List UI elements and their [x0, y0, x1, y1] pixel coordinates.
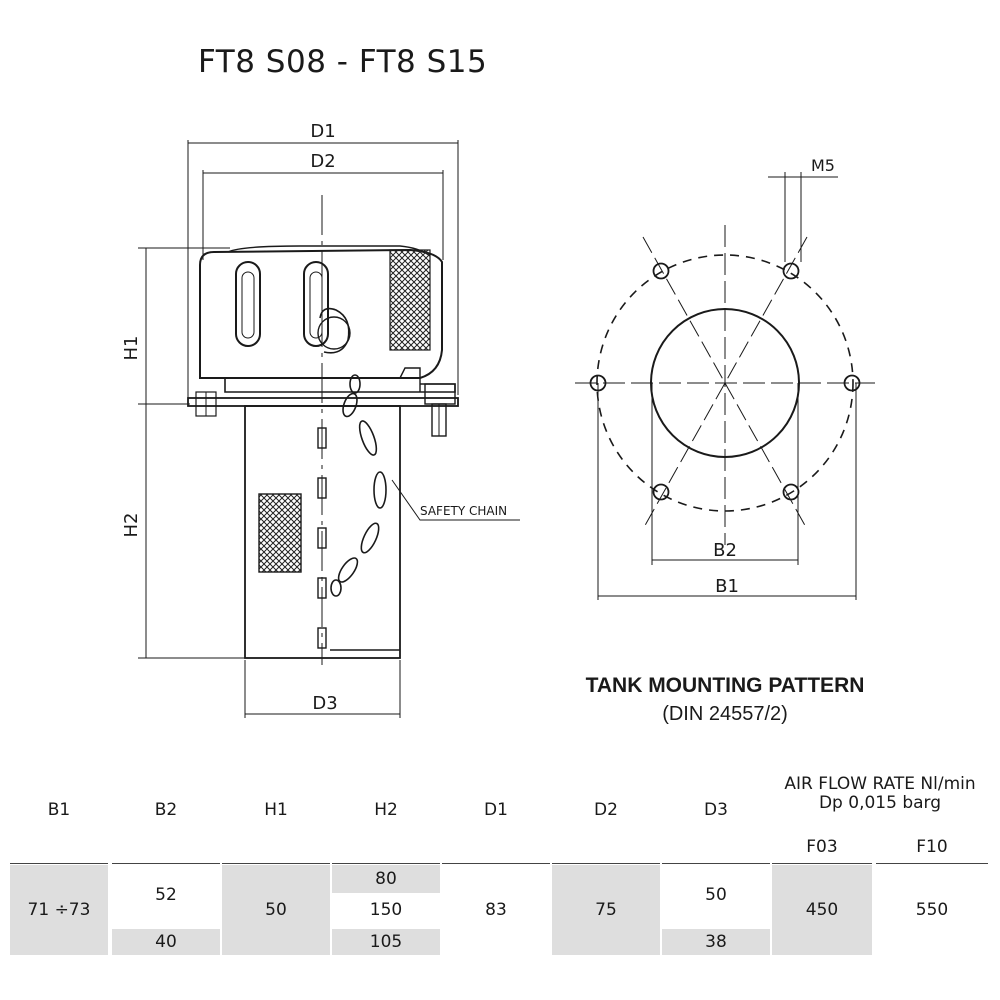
d2-dimension	[202, 170, 444, 260]
d3-dimension	[244, 660, 401, 718]
cell-b1: 71 ÷73	[10, 865, 108, 955]
header-f03: F03	[806, 837, 838, 857]
mounting-flange	[187, 391, 459, 417]
d1-label: D1	[310, 121, 335, 142]
cell-b2-2: 40	[112, 929, 220, 955]
cell-d2: 75	[552, 865, 660, 955]
header-b1: B1	[47, 800, 71, 820]
mounting-pattern	[575, 172, 875, 600]
header-h1: H1	[264, 800, 288, 820]
b1-label: B1	[715, 576, 739, 597]
cell-f03: 450	[772, 865, 872, 955]
strainer-basket	[244, 405, 401, 659]
h1-dimension	[138, 247, 230, 405]
airflow-header: AIR FLOW RATE Nl/min Dp 0,015 barg	[770, 775, 990, 813]
h1-label: H1	[121, 336, 142, 361]
cell-h2-2: 150	[369, 900, 403, 920]
header-h2: H2	[374, 800, 398, 820]
safety-chain	[330, 374, 387, 597]
header-b2: B2	[154, 800, 178, 820]
spec-table: B1 B2 H1 H2 D1 D2 D3 AIR FLOW RATE Nl/mi…	[10, 770, 990, 990]
cell-h1: 50	[222, 865, 330, 955]
cell-h2-1: 80	[332, 865, 440, 893]
h2-label: H2	[121, 513, 142, 538]
cell-b2-1: 52	[155, 885, 177, 905]
cell-f10: 550	[915, 900, 949, 920]
page-title: FT8 S08 - FT8 S15	[198, 44, 488, 80]
technical-drawing: D1 D2 D3 H1 H2 SAFETY CHAIN M5 B2 B1	[121, 121, 875, 718]
cell-d1: 83	[485, 900, 507, 920]
d2-label: D2	[310, 151, 335, 172]
caption-title: TANK MOUNTING PATTERN	[585, 674, 865, 697]
m5-label: M5	[811, 156, 835, 175]
caption-subtitle: (DIN 24557/2)	[662, 703, 788, 725]
cell-d3-2: 38	[662, 929, 770, 955]
b2-label: B2	[713, 540, 737, 561]
d1-dimension	[187, 140, 459, 400]
cell-h2-3: 105	[332, 929, 440, 955]
safety-chain-leader	[391, 479, 520, 521]
header-f10: F10	[916, 837, 948, 857]
header-d1: D1	[484, 800, 508, 820]
header-d2: D2	[594, 800, 618, 820]
safety-chain-label: SAFETY CHAIN	[420, 504, 507, 518]
filter-cap	[199, 245, 456, 437]
h2-dimension	[138, 404, 245, 659]
header-d3: D3	[704, 800, 728, 820]
airflow-header-line2: Dp 0,015 barg	[818, 793, 942, 813]
d3-label: D3	[312, 693, 337, 714]
cell-d3-1: 50	[705, 885, 727, 905]
airflow-header-line1: AIR FLOW RATE Nl/min	[784, 774, 976, 794]
